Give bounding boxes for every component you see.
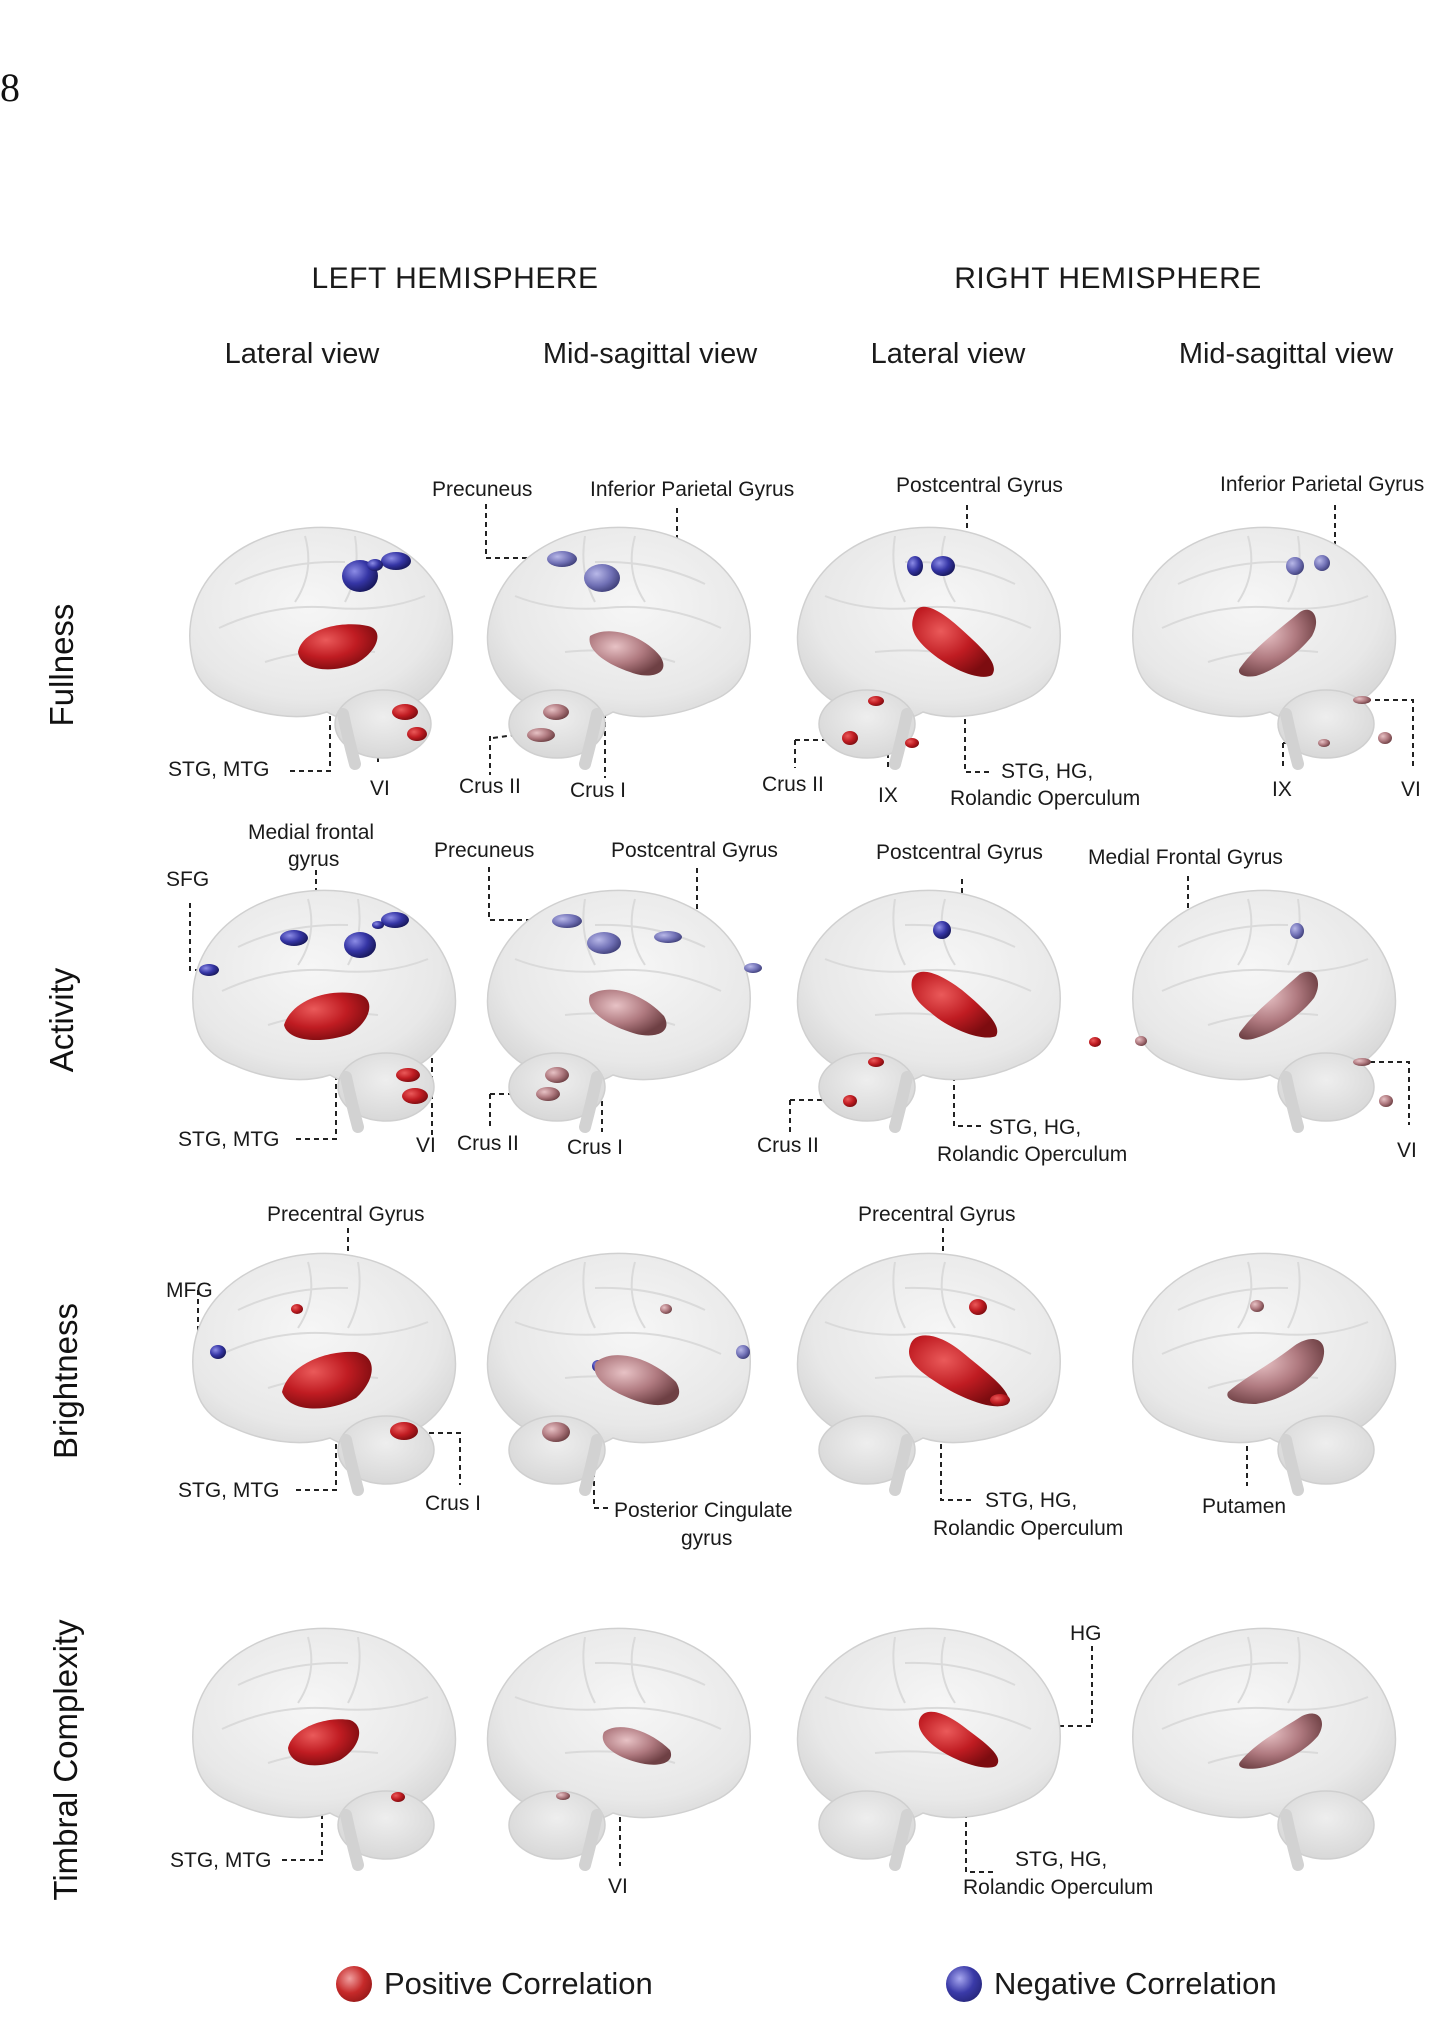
annotation-brightness-stg-hg-right: STG, HG, [985,1489,1077,1512]
left-hemisphere-header: LEFT HEMISPHERE [311,262,599,295]
annotation-timbral-stg-mtg-left: STG, MTG [170,1849,272,1872]
annotation-fullness-ix-right: IX [878,784,898,807]
annotation-activity-crus2-left: Crus II [457,1132,519,1155]
annotation-fullness-stg-mtg-left: STG, MTG [168,758,270,781]
annotation-brightness-precentral-left: Precentral Gyrus [267,1203,425,1226]
annotation-activity-postcentral-left: Postcentral Gyrus [611,839,778,862]
annotation-brightness-putamen: Putamen [1202,1495,1286,1518]
brain-fullness-left-midsagittal [488,527,751,764]
annotation-fullness-rolandic-right: Rolandic Operculum [950,787,1140,810]
annotation-activity-sfg: SFG [166,868,209,891]
view-header-right-lateral: Lateral view [870,338,1026,370]
brain-brightness-right-lateral [798,1253,1061,1490]
annotation-activity-crus2-right: Crus II [757,1134,819,1157]
brain-brightness-right-midsagittal [1133,1253,1396,1490]
annotation-brightness-stg-mtg-left: STG, MTG [178,1479,280,1502]
brain-brightness-left-midsagittal [488,1253,751,1490]
annotation-fullness-crus2-right: Crus II [762,773,824,796]
legend-negative-correlation: Negative Correlation [946,1966,1277,2002]
annotation-brightness-rolandic-right: Rolandic Operculum [933,1517,1123,1540]
brain-timbral-left-midsagittal [488,1628,751,1865]
annotation-fullness-vi-left: VI [370,777,390,800]
right-hemisphere-header: RIGHT HEMISPHERE [954,262,1262,295]
negative-correlation-icon [946,1966,982,2002]
annotation-activity-crus1-left: Crus I [567,1136,623,1159]
brain-timbral-left-lateral [193,1628,456,1865]
annotation-activity-precuneus: Precuneus [434,839,534,862]
brain-activity-left-lateral [193,890,456,1127]
annotation-fullness-vi-midsagittal: VI [1401,778,1421,801]
annotation-activity-medial-frontal-right: Medial Frontal Gyrus [1088,846,1283,869]
legend-positive-label: Positive Correlation [384,1966,653,2001]
annotation-fullness-postcentral-right: Postcentral Gyrus [896,474,1063,497]
annotation-fullness-precuneus: Precuneus [432,478,532,501]
view-header-left-midsagittal: Mid-sagittal view [542,338,758,370]
annotation-activity-stg-hg-right: STG, HG, [989,1116,1081,1139]
brain-activity-left-midsagittal [488,890,762,1127]
annotation-timbral-stg-hg-right: STG, HG, [1015,1848,1107,1871]
annotation-activity-rolandic-right: Rolandic Operculum [937,1143,1127,1166]
annotation-fullness-inferior-parietal-left: Inferior Parietal Gyrus [590,478,794,501]
annotation-activity-vi-midsagittal: VI [1397,1139,1417,1162]
annotation-brightness-posterior-cingulate-1: Posterior Cingulate [614,1499,793,1522]
brain-timbral-right-midsagittal [1133,1628,1396,1865]
brain-brightness-left-lateral [193,1253,456,1490]
annotation-activity-medial-frontal-1: Medial frontal [248,821,374,844]
annotation-activity-stg-mtg-left: STG, MTG [178,1128,280,1151]
positive-correlation-icon [336,1966,372,2002]
page-number: 8 [0,65,20,110]
annotation-timbral-hg-right: HG [1070,1622,1102,1645]
brain-activity-right-midsagittal [1133,890,1396,1127]
brain-fullness-right-midsagittal [1133,527,1396,764]
annotation-fullness-inferior-parietal-right: Inferior Parietal Gyrus [1220,473,1424,496]
annotation-brightness-mfg: MFG [166,1279,213,1302]
legend-positive-correlation: Positive Correlation [336,1966,653,2002]
annotation-brightness-crus1-left: Crus I [425,1492,481,1515]
brain-fullness-right-lateral [798,527,1061,764]
annotation-activity-postcentral-right: Postcentral Gyrus [876,841,1043,864]
annotation-fullness-ix-midsagittal: IX [1272,778,1292,801]
annotation-brightness-precentral-right: Precentral Gyrus [858,1203,1016,1226]
view-header-left-lateral: Lateral view [224,338,380,370]
annotation-timbral-vi-left: VI [608,1875,628,1898]
annotation-fullness-crus1-left: Crus I [570,779,626,802]
annotation-brightness-posterior-cingulate-2: gyrus [681,1527,732,1550]
brain-fullness-left-lateral [190,527,453,764]
legend-negative-label: Negative Correlation [994,1966,1277,2001]
annotation-fullness-crus2-left: Crus II [459,775,521,798]
annotation-activity-medial-frontal-2: gyrus [288,848,339,871]
annotation-activity-vi-left: VI [416,1134,436,1157]
brain-timbral-right-lateral [798,1628,1061,1865]
annotation-timbral-rolandic-right: Rolandic Operculum [963,1876,1153,1899]
view-header-right-midsagittal: Mid-sagittal view [1178,338,1394,370]
brain-activity-right-lateral [798,890,1101,1127]
annotation-fullness-stg-hg-right: STG, HG, [1001,760,1093,783]
